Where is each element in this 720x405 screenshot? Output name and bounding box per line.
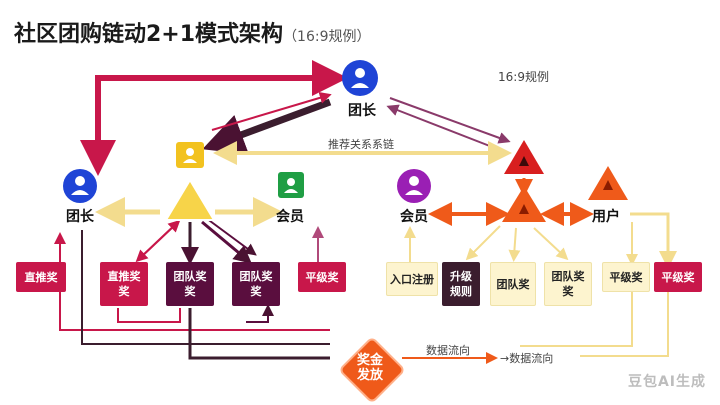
- right-cream-branches: [404, 212, 677, 357]
- person-icon: [186, 148, 194, 156]
- top-leader-label: 团长: [348, 103, 376, 119]
- left-leader-node: [63, 169, 97, 203]
- right-top-triangle: [504, 140, 544, 174]
- right-user-triangle: [588, 166, 628, 200]
- reward-box: 升级 规则: [442, 262, 480, 306]
- person-icon: [355, 68, 365, 78]
- reward-box: 团队奖: [490, 262, 536, 306]
- person-icon: [75, 176, 85, 186]
- left-member-node: [278, 172, 304, 198]
- reward-box: 团队奖 奖: [166, 262, 214, 306]
- right-user-label: 用户: [592, 209, 620, 225]
- flow-label: 数据流向: [426, 344, 470, 357]
- center-to-rewards-arrows: [135, 217, 324, 265]
- reward-box: 入口注册: [386, 262, 438, 296]
- reward-box: 直推奖: [16, 262, 66, 292]
- leader-to-center-arrows: [202, 91, 332, 155]
- right-member-node: [397, 169, 431, 203]
- right-member-label: 会员: [400, 209, 428, 225]
- reward-box: 平级奖: [298, 262, 346, 292]
- flow-label: →数据流向: [500, 352, 554, 365]
- left-member-label: 会员: [276, 209, 304, 225]
- corner-note: 16:9规例: [498, 70, 549, 84]
- reward-box: 直推奖 奖: [100, 262, 148, 306]
- reward-box: 团队奖 奖: [232, 262, 280, 306]
- crimson-loop-arrow: [80, 60, 348, 176]
- left-center-node: [164, 142, 216, 221]
- leader-to-right-arrows: [386, 97, 511, 151]
- payout-node: 奖金 发放: [340, 338, 400, 398]
- reward-box: 平级奖: [602, 262, 650, 292]
- page-title: 社区团购链动2+1模式架构（16:9规例）: [14, 22, 371, 47]
- person-icon: [287, 178, 295, 186]
- top-leader-node: [342, 60, 378, 96]
- reward-box: 团队奖 奖: [544, 262, 592, 306]
- right-center-triangle: [502, 186, 546, 222]
- reward-box: 平级奖: [654, 262, 702, 292]
- left-leader-label: 团长: [66, 209, 94, 225]
- watermark: 豆包AI生成: [627, 374, 706, 390]
- person-icon: [409, 176, 419, 186]
- recommend-chain-label: 推荐关系系链: [328, 138, 394, 151]
